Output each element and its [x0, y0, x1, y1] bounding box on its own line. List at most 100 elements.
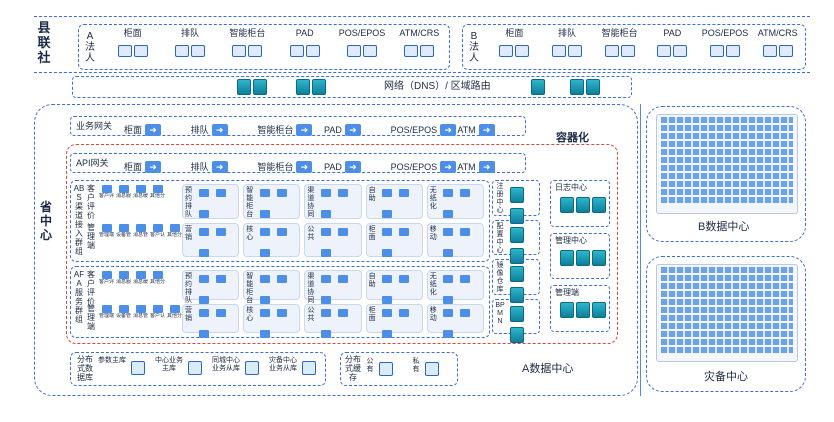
section-block: 核心 — [243, 303, 301, 338]
service-cell: 其他分组 — [167, 223, 182, 240]
device-icon — [699, 44, 752, 62]
device-icon — [646, 44, 699, 62]
side-service-label: 配置中心 — [496, 222, 504, 254]
cluster-row-label: 管理端 — [87, 303, 95, 331]
storage-item-label: 参数主库 — [98, 357, 126, 364]
section-block: 公共 — [304, 303, 362, 338]
service-cell: 客户认证 — [150, 304, 165, 321]
service-icon — [169, 223, 180, 232]
database-icon — [378, 362, 394, 381]
container-frame — [66, 144, 618, 344]
cache-label: 分布式缓存 — [345, 355, 361, 382]
gateway-item-label: ATM — [457, 162, 476, 172]
section-label: 智能柜台 — [246, 273, 254, 304]
service-icon — [135, 223, 146, 232]
side-right-box: 管理端 — [550, 285, 610, 332]
service-cell: 客户评价 — [99, 271, 114, 287]
service-cell: 客户认证 — [150, 223, 165, 240]
rack-row — [661, 323, 793, 329]
route-icon: ➜ — [211, 161, 228, 173]
rack-row — [661, 339, 793, 345]
county-item-label: 排队 — [180, 28, 199, 38]
section-label: 智能柜台 — [246, 187, 254, 218]
route-icon: ➜ — [344, 161, 361, 173]
service-cell-label: 客户评价 — [99, 279, 114, 285]
rack-row — [661, 291, 793, 297]
gateway-item-label: POS/EPOS — [390, 125, 438, 135]
section-icons — [440, 227, 483, 270]
side-service-label: BPMN — [495, 301, 505, 325]
county-item-0-3: PAD — [276, 28, 333, 62]
service-icon — [101, 271, 112, 279]
county-item-0-1: 排队 — [161, 28, 218, 62]
section-block: 自助 — [365, 184, 423, 219]
section-label: 预约排队 — [185, 187, 192, 218]
section-label: 核心 — [246, 225, 254, 241]
rack-row — [661, 347, 793, 353]
service-cell-label: 消息缓存 — [133, 279, 148, 285]
county-item-label: ATM/CRS — [757, 28, 798, 38]
section-label: 营销 — [185, 225, 192, 241]
a-dc-label: A数据中心 — [522, 363, 574, 375]
county-item-label: 智能柜台 — [229, 28, 266, 38]
rack-row — [661, 283, 793, 289]
side-right-box: 日志中心 — [550, 180, 610, 227]
county-item-label: POS/EPOS — [701, 28, 749, 38]
section-label: 公共 — [307, 225, 315, 241]
county-item-1-1: 排队 — [541, 28, 594, 62]
dr-dc-rack — [656, 264, 798, 362]
service-cell-label: 客户评价 — [99, 193, 114, 199]
service-icon — [152, 271, 163, 279]
section-icons — [256, 227, 299, 270]
service-icon — [101, 304, 112, 313]
database-icon — [130, 361, 146, 380]
rack-row — [661, 181, 793, 187]
device-icon — [161, 44, 218, 62]
service-cell-label: 消息管理 — [133, 312, 148, 319]
county-item-1-3: PAD — [646, 28, 699, 62]
device-icon — [276, 44, 333, 62]
county-item-0-5: ATM/CRS — [391, 28, 448, 62]
cluster-afa — [70, 266, 490, 338]
gateway-item: 排队➜ — [191, 120, 228, 138]
service-icon — [135, 185, 146, 193]
county-item-label: ATM/CRS — [399, 28, 440, 38]
storage-item-label: 中心业务主库 — [155, 357, 183, 372]
county-item-label: PAD — [663, 28, 682, 38]
gateway-label: 业务网关 — [76, 121, 113, 131]
container-side-services: 注册中心配置中心镜像仓库 BPMN — [492, 180, 542, 343]
province-side-right: 日志中心管理中心管理端 — [550, 180, 612, 338]
db-items: 参数主库中心业务主库同城中心业务从库灾备中心业务从库 — [96, 355, 324, 383]
rack-row — [661, 125, 793, 131]
side-service-box: 注册中心 — [492, 180, 540, 224]
server-icon — [570, 79, 585, 95]
county-group-b-label: B法人 — [469, 31, 479, 64]
gateway-item-label: ATM — [457, 125, 476, 135]
route-icon: ➜ — [145, 124, 162, 136]
section-icons — [440, 275, 483, 317]
county-item-0-2: 智能柜台 — [219, 28, 276, 62]
cluster-afa-body: 客户评价客户评价消息服务消息缓存其他分组预约排队智能柜台渠道协同自助无纸化管理端… — [86, 269, 488, 338]
county-item-label: 柜面 — [505, 28, 524, 38]
county-item-0-4: POS/EPOS — [333, 28, 390, 62]
service-icon — [118, 271, 129, 279]
side-service-label: 镜像仓库 — [496, 262, 504, 293]
service-cell-label: 设备管理 — [116, 312, 131, 319]
section-block: 移动 — [426, 303, 484, 338]
rack-row — [661, 307, 793, 313]
business-gateway-items: 业务网关柜面➜排队➜智能柜台➜PAD➜POS/EPOS➜ATM➜ — [74, 118, 524, 136]
service-cell: 消息缓存 — [133, 271, 148, 287]
service-icon — [101, 223, 112, 232]
server-icon — [253, 79, 267, 95]
cache-items: 公有私有 — [364, 356, 456, 384]
rack-row — [661, 117, 793, 123]
section-block: 核心 — [243, 222, 301, 257]
route-icon: ➜ — [344, 124, 361, 136]
section-label: 核心 — [246, 306, 254, 322]
rack-row — [661, 149, 793, 155]
database-icon — [244, 361, 260, 380]
database-icon — [301, 361, 317, 380]
section-block: 公共 — [304, 222, 362, 257]
service-cell-label: 其他分组 — [150, 279, 165, 285]
section-icons — [317, 308, 360, 351]
